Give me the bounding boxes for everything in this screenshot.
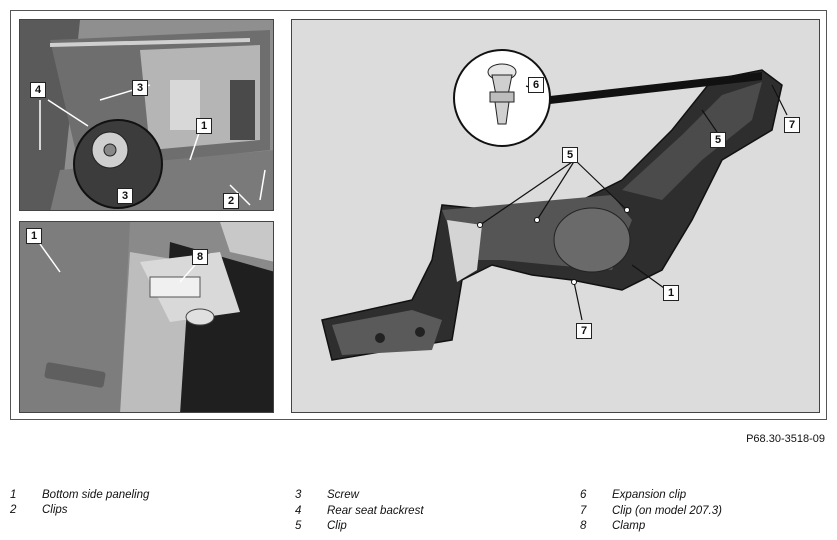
legend-number: 3: [295, 489, 302, 501]
legend-text: Clips: [42, 504, 68, 516]
legend-number: 2: [10, 504, 17, 516]
callout-1: 1: [196, 118, 212, 134]
figure-reference: P68.30-3518-09: [746, 433, 825, 445]
legend-text: Bottom side paneling: [42, 489, 150, 501]
clamp-photo-illustration: [20, 222, 273, 412]
legend-number: 1: [10, 489, 17, 501]
callout-2: 2: [223, 193, 239, 209]
callout-5-right: 5: [710, 132, 726, 148]
legend-number: 5: [295, 520, 302, 532]
callout-1: 1: [663, 285, 679, 301]
callout-7-lower: 7: [576, 323, 592, 339]
legend-number: 4: [295, 505, 302, 517]
callout-3-upper: 3: [132, 80, 148, 96]
callout-3-lower: 3: [117, 188, 133, 204]
photo-panel-clamp: 1 8: [19, 221, 274, 413]
legend-text: Rear seat backrest: [327, 505, 424, 517]
callout-4: 4: [30, 82, 46, 98]
callout-6: 6: [528, 77, 544, 93]
legend-text: Clip (on model 207.3): [612, 505, 722, 517]
legend: 1 Bottom side paneling 2 Clips 3 Screw 4…: [0, 487, 837, 537]
part-panel-paneling: 6 5 7 5 1 7: [291, 19, 820, 413]
interior-photo-illustration: [20, 20, 273, 210]
legend-text: Clip: [327, 520, 347, 532]
legend-text: Screw: [327, 489, 359, 501]
paneling-part-illustration: [292, 20, 819, 412]
legend-text: Clamp: [612, 520, 646, 532]
callout-1: 1: [26, 228, 42, 244]
legend-number: 7: [580, 505, 587, 517]
legend-number: 8: [580, 520, 587, 532]
figure-frame: 4 3 1 3 2 1 8: [10, 10, 827, 420]
callout-7-upper: 7: [784, 117, 800, 133]
callout-8: 8: [192, 249, 208, 265]
photo-panel-interior: 4 3 1 3 2: [19, 19, 274, 211]
legend-number: 6: [580, 489, 587, 501]
legend-text: Expansion clip: [612, 489, 687, 501]
callout-5-group: 5: [562, 147, 578, 163]
